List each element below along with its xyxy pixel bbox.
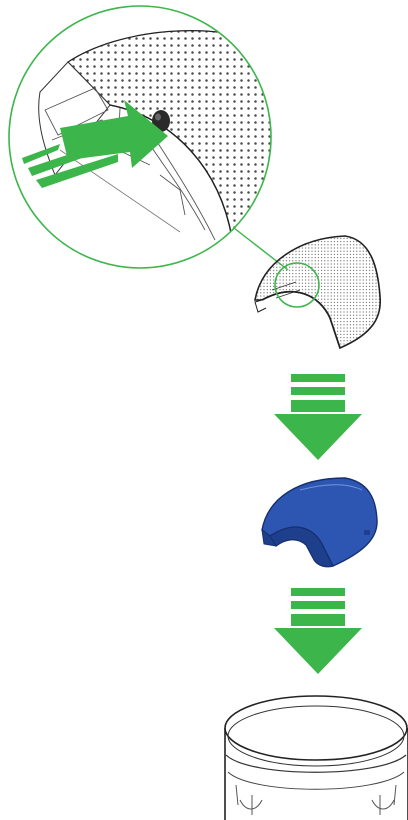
down-arrow-icon [274,374,362,460]
filter-icon [262,478,377,567]
arrow-bar [291,614,345,626]
release-button-highlight [155,114,161,121]
arrow-bar [291,601,345,609]
down-arrow-icon [274,588,362,674]
purifier-base-icon [225,696,408,820]
filter-notch [364,530,370,535]
grille-cover-clip [255,300,266,312]
arrow-bar [291,387,345,395]
arrow-head [274,414,362,460]
arrow-bar [291,400,345,412]
arrow-bar [291,374,345,382]
grille-cover-icon [255,236,380,348]
magnified-detail [9,6,300,268]
arrow-head [274,628,362,674]
arrow-bar [291,588,345,596]
